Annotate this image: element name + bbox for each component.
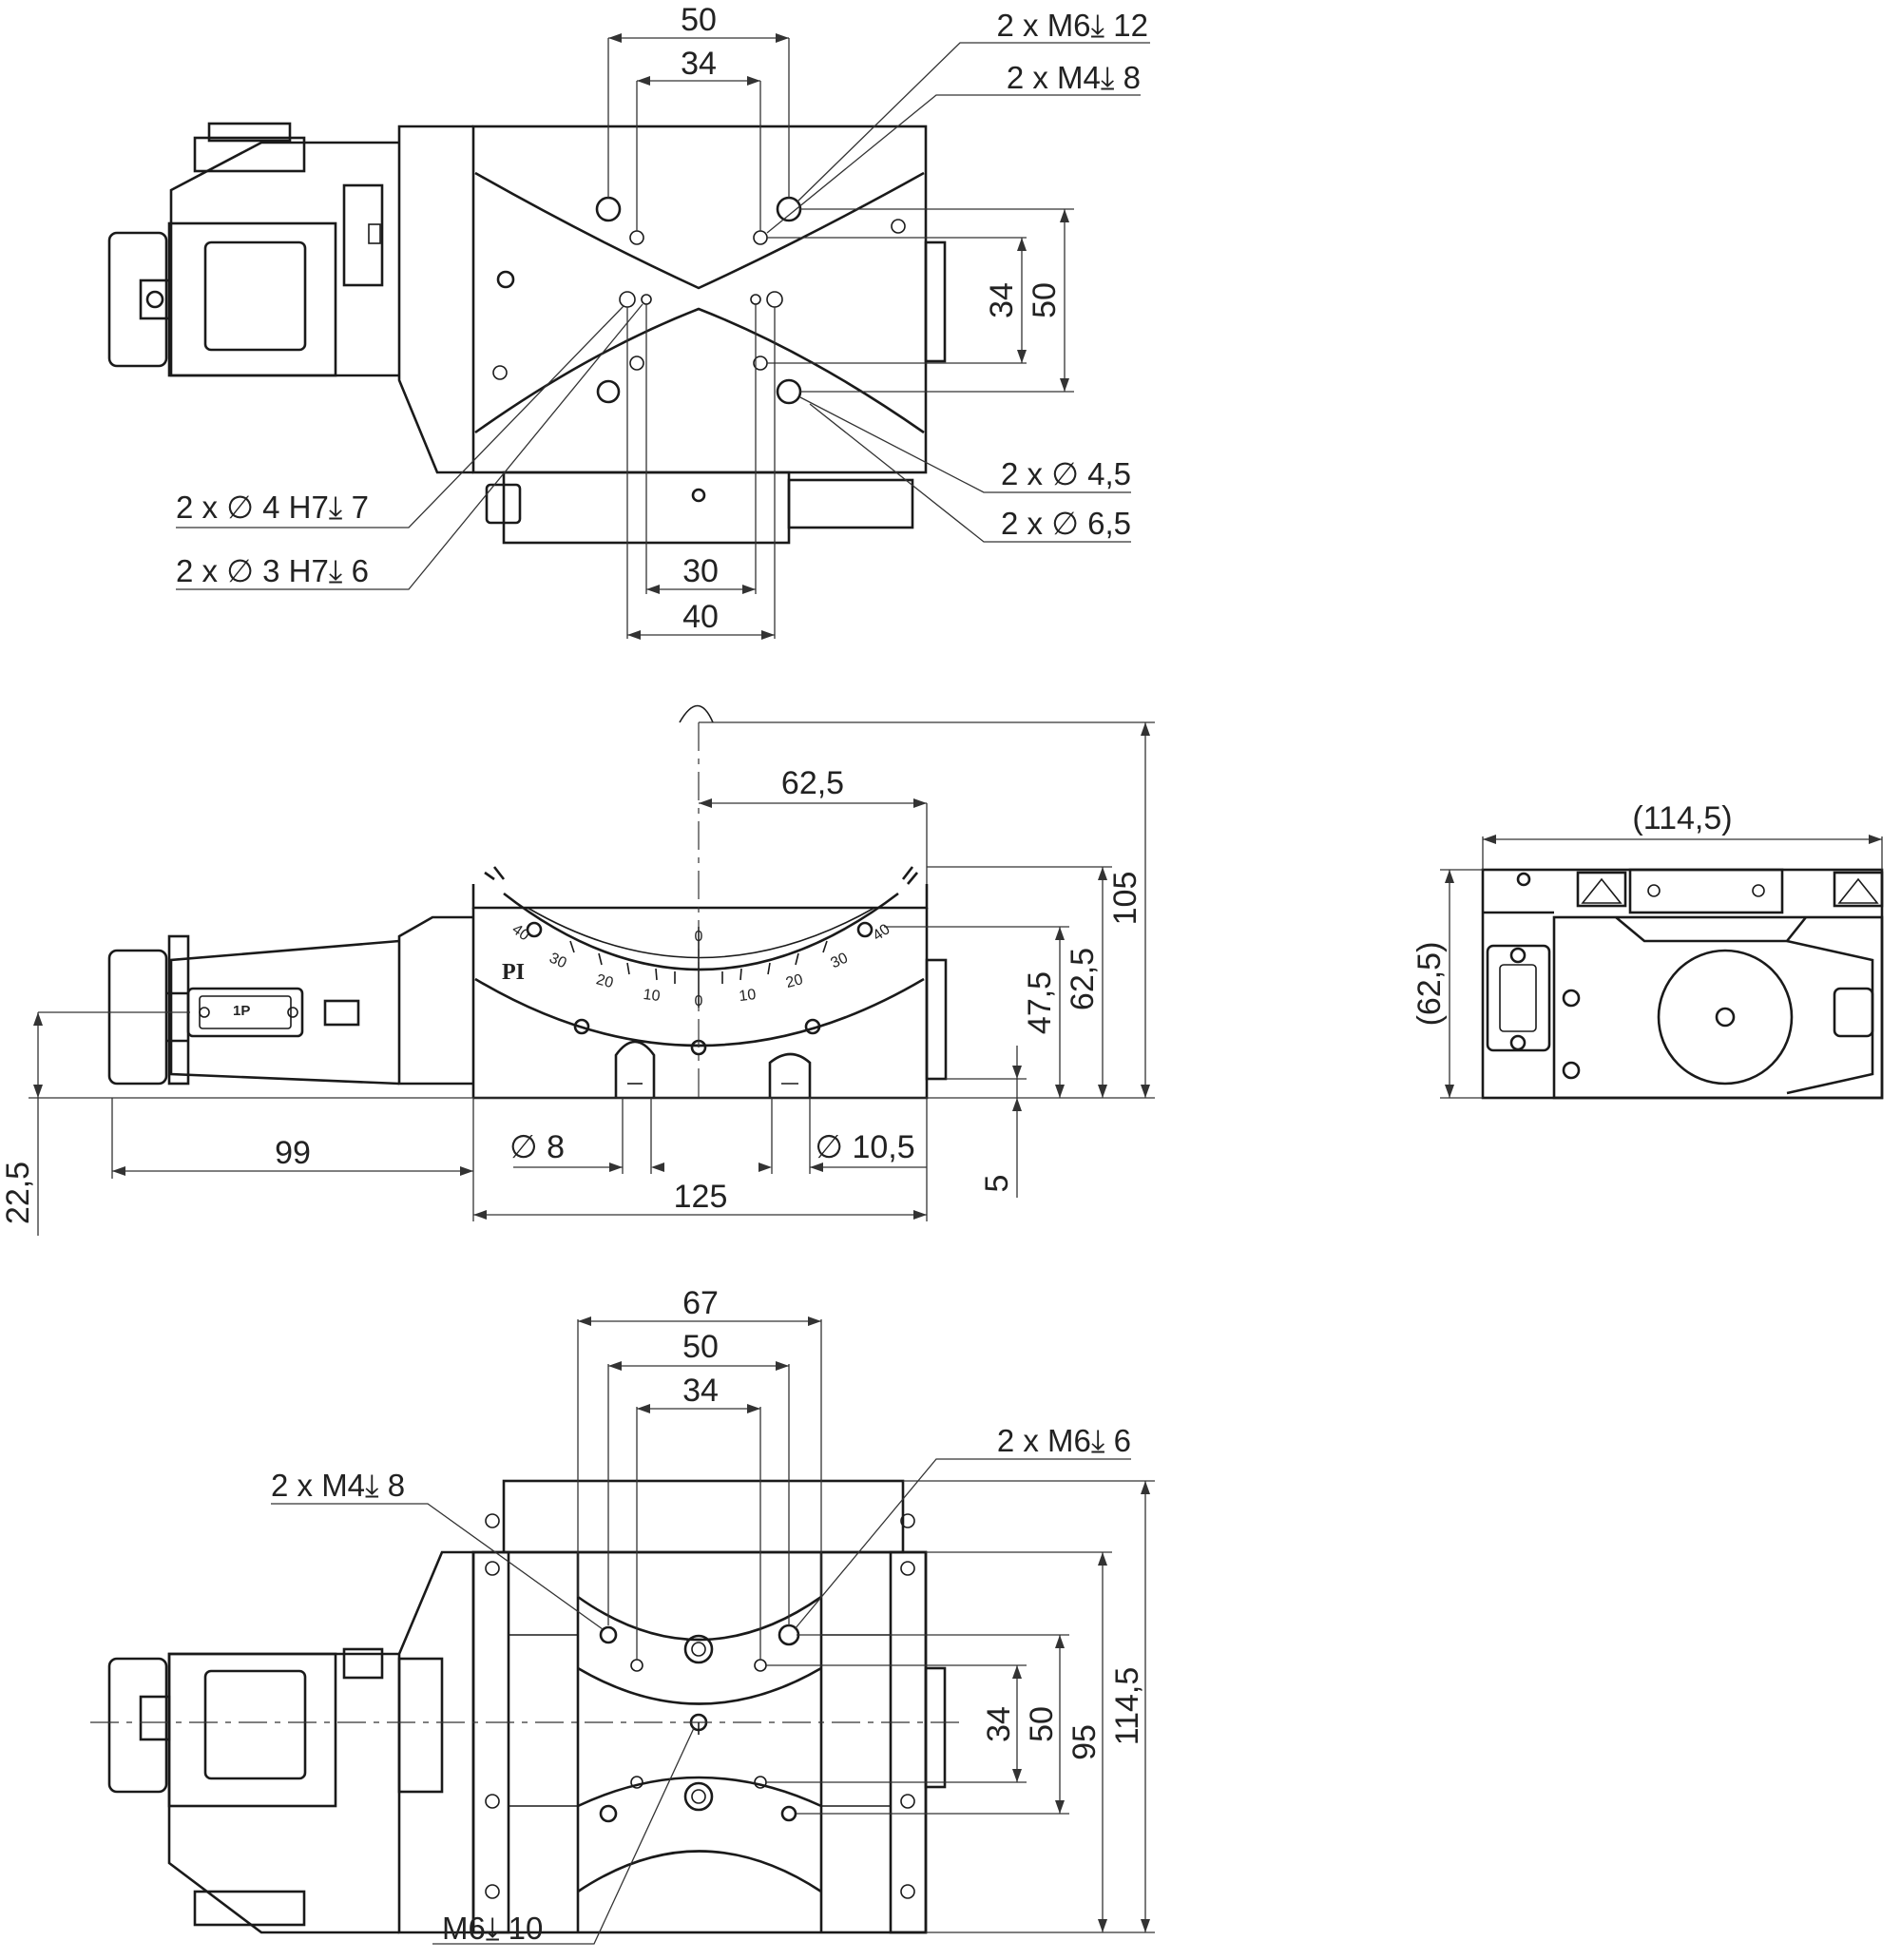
callout-h7-4: 2 x ∅ 4 H7⤓ 7: [176, 490, 369, 525]
bottom-view: 67 50 34 34 50 95 114,5 2 x M6⤓ 6 2 x M4…: [90, 1285, 1155, 1946]
callout-d6-5: 2 x ∅ 6,5: [1001, 506, 1131, 541]
front-dim-62-5-radius: 62,5: [781, 765, 844, 801]
front-dim-d10-5: ∅ 10,5: [815, 1129, 914, 1165]
scale-label-bottom0: 0: [695, 993, 703, 1009]
top-dim-40: 40: [682, 599, 719, 635]
callout-h7-3: 2 x ∅ 3 H7⤓ 6: [176, 553, 369, 588]
side-view: (114,5) (62,5): [1411, 800, 1884, 1100]
scale-label-r30: 30: [828, 950, 850, 971]
top-dim-34: 34: [681, 46, 717, 82]
callout-d4-5: 2 x ∅ 4,5: [1001, 456, 1131, 491]
front-view: 40 30 20 10 0 0 10 20 30 40 PI 1P 62,5 1…: [0, 704, 1155, 1236]
scale-label-l10: 10: [643, 987, 662, 1005]
callout-m4-8: 2 x M4⤓ 8: [1007, 60, 1141, 95]
front-dim-47-5: 47,5: [1022, 971, 1058, 1034]
callout-m6-6: 2 x M6⤓ 6: [997, 1423, 1131, 1458]
side-dim-114-5: (114,5): [1632, 800, 1732, 836]
bottom-dim-v95: 95: [1066, 1724, 1103, 1760]
front-dim-d8: ∅ 8: [509, 1129, 565, 1165]
scale-label-r20: 20: [784, 971, 805, 991]
front-dim-99: 99: [275, 1135, 311, 1171]
front-dim-105: 105: [1107, 872, 1143, 926]
callout-m6-12: 2 x M6⤓ 12: [997, 8, 1149, 43]
scale-label-r40: 40: [870, 921, 893, 944]
top-view: 50 34 34 50 30 40 2 x M6⤓ 12 2 x M4⤓ 8 2…: [107, 2, 1150, 640]
bottom-dim-v34: 34: [981, 1706, 1017, 1742]
front-dim-5: 5: [979, 1175, 1015, 1193]
top-dim-v50: 50: [1027, 282, 1063, 318]
bottom-dim-v50: 50: [1024, 1706, 1060, 1742]
top-dim-30: 30: [682, 553, 719, 589]
bottom-dim-67: 67: [682, 1285, 719, 1321]
scale-label-l30: 30: [547, 950, 568, 971]
scale-label-r10: 10: [739, 987, 758, 1005]
callout-m4-8-bottom: 2 x M4⤓ 8: [271, 1468, 405, 1503]
bottom-dim-v114-5: 114,5: [1109, 1667, 1145, 1746]
scale-label-top0: 0: [695, 929, 703, 945]
front-dim-62-5: 62,5: [1065, 948, 1101, 1010]
scale-label-l20: 20: [594, 971, 615, 991]
front-dim-125: 125: [674, 1179, 728, 1215]
bottom-dim-50: 50: [682, 1329, 719, 1365]
callout-m6-10: M6⤓ 10: [442, 1911, 543, 1946]
bottom-dim-34: 34: [682, 1373, 719, 1409]
pi-logo: PI: [502, 960, 525, 985]
front-dim-22-5: 22,5: [0, 1162, 36, 1224]
top-dim-v34: 34: [984, 282, 1020, 318]
connector-label: 1P: [233, 1003, 250, 1019]
top-dim-50: 50: [681, 2, 717, 38]
side-dim-62-5: (62,5): [1411, 942, 1448, 1027]
